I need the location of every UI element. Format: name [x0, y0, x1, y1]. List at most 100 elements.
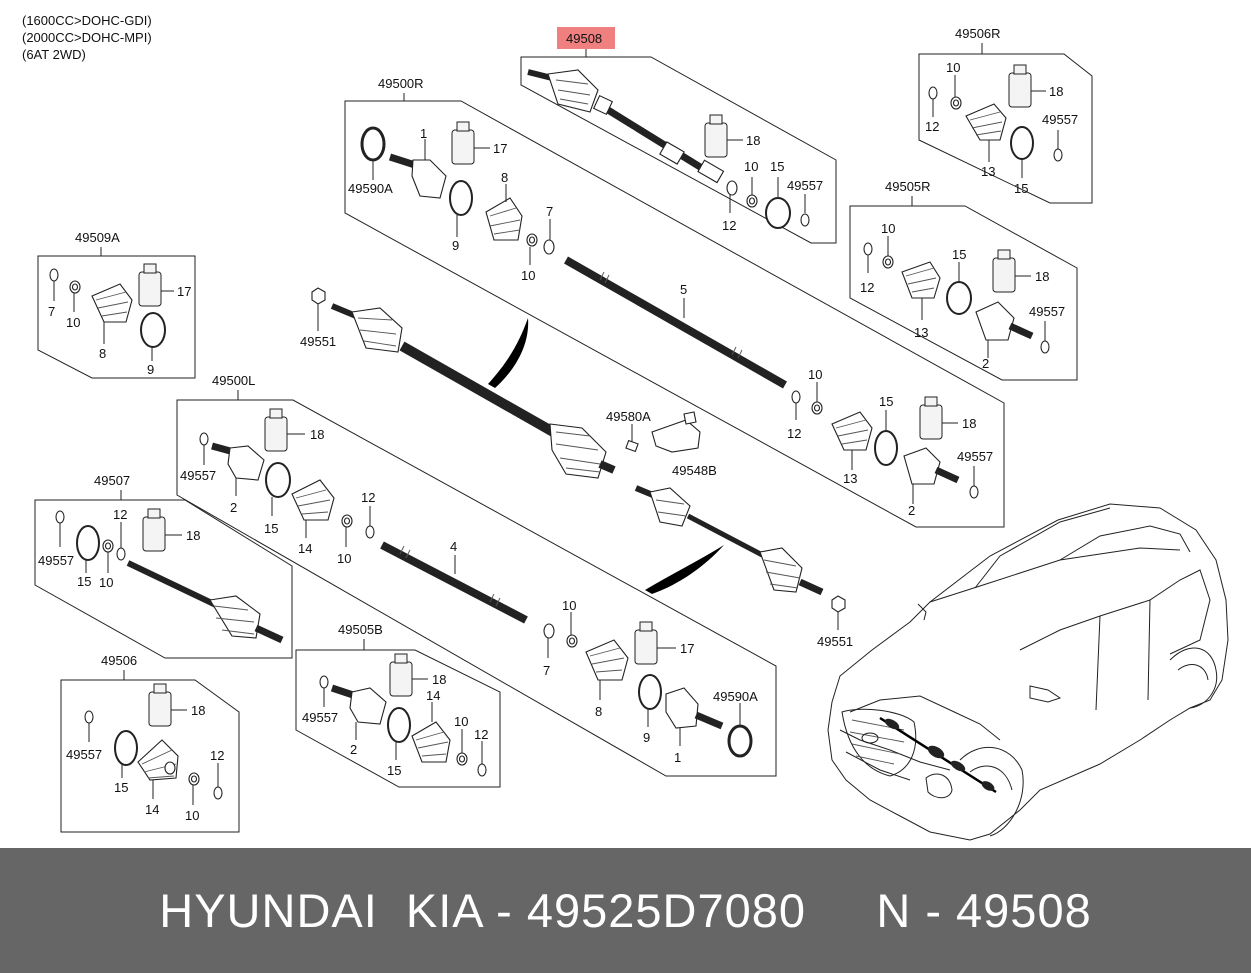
part-label: 49557 [787, 178, 823, 193]
group-label-49505B: 49505B [338, 622, 383, 637]
part-label: 2 [982, 356, 989, 371]
group-label-49506: 49506 [101, 653, 137, 668]
part-label: 15 [114, 780, 128, 795]
part-label: 10 [881, 221, 895, 236]
grease-tube-icon [451, 121, 475, 165]
part-label: 49590A [348, 181, 393, 196]
clip-ring-icon [800, 213, 810, 227]
part-label: 12 [474, 727, 488, 742]
main-driveshaft-assembly: 49551 49551 49580A 49548B [300, 287, 853, 649]
grease-tube-icon [138, 263, 162, 307]
part-label: 15 [264, 521, 278, 536]
cv-joint-icon [665, 687, 724, 730]
group-49509A[interactable]: 49509A 7 10 8 17 9 [37, 230, 196, 379]
part-label: 12 [925, 119, 939, 134]
part-label: 18 [746, 133, 760, 148]
part-label: 49557 [66, 747, 102, 762]
group-49505B[interactable]: 49505B 49557 2 18 15 14 10 12 [295, 622, 501, 788]
group-49500L[interactable]: 49500L 49557 2 18 15 14 10 12 [176, 373, 777, 777]
part-label: 8 [501, 170, 508, 185]
boot-icon [91, 283, 133, 323]
part-label: 15 [879, 394, 893, 409]
part-label: 15 [387, 763, 401, 778]
group-49506R[interactable]: 49506R 12 10 13 18 15 49557 [918, 26, 1093, 204]
part-label: 49590A [713, 689, 758, 704]
engine-note-3: (6AT 2WD) [22, 47, 86, 62]
part-label: 10 [562, 598, 576, 613]
bracket-icon [625, 411, 701, 453]
group-49506[interactable]: 49506 49557 15 14 18 10 12 [60, 653, 240, 833]
part-label: 14 [298, 541, 312, 556]
engine-note-2: (2000CC>DOHC-MPI) [22, 30, 152, 45]
cv-joint-icon [211, 442, 265, 481]
part-label: 13 [843, 471, 857, 486]
footer-bar: HYUNDAI KIA - 49525D7080 N - 49508 [0, 848, 1251, 973]
part-label: 49557 [180, 468, 216, 483]
hub-nut-icon [311, 287, 326, 305]
footer-part-number: HYUNDAI KIA - 49525D7080 N - 49508 [159, 884, 1092, 937]
shaft-icon [564, 256, 787, 389]
boot-icon [585, 639, 629, 681]
part-label: 12 [722, 218, 736, 233]
part-label: 18 [962, 416, 976, 431]
part-label: 8 [99, 346, 106, 361]
grease-tube-icon [634, 621, 658, 665]
group-label-49500R: 49500R [378, 76, 424, 91]
part-label: 49580A [606, 409, 651, 424]
shaft-icon [380, 541, 528, 624]
part-label: 15 [77, 574, 91, 589]
part-label: 49551 [817, 634, 853, 649]
clip-ring-icon [726, 180, 738, 196]
part-label: 12 [210, 748, 224, 763]
boot-icon [411, 721, 451, 763]
group-49500R[interactable]: 49500R 49590A 1 17 9 8 10 7 [344, 76, 1005, 528]
part-label: 15 [770, 159, 784, 174]
part-label: 18 [1035, 269, 1049, 284]
part-label: 18 [186, 528, 200, 543]
shaft-icon [126, 560, 284, 644]
part-label: 7 [48, 304, 55, 319]
group-label-49500L: 49500L [212, 373, 255, 388]
boot-icon [485, 197, 523, 241]
group-label-49508: 49508 [566, 31, 602, 46]
part-label: 7 [546, 204, 553, 219]
group-49505R[interactable]: 49505R 12 10 13 15 18 2 49557 [849, 179, 1078, 381]
part-label: 13 [981, 164, 995, 179]
part-label: 18 [310, 427, 324, 442]
cv-joint-icon [388, 153, 447, 199]
group-label-49506R: 49506R [955, 26, 1001, 41]
part-label: 49557 [1042, 112, 1078, 127]
part-label: 18 [432, 672, 446, 687]
hub-nut-icon [831, 595, 846, 613]
part-label: 10 [744, 159, 758, 174]
part-label: 49557 [302, 710, 338, 725]
part-label: 15 [952, 247, 966, 262]
group-label-49507: 49507 [94, 473, 130, 488]
part-label: 2 [230, 500, 237, 515]
part-label: 18 [191, 703, 205, 718]
group-49508[interactable]: 49508 18 12 10 15 49557 [520, 27, 837, 244]
parts-diagram: (1600CC>DOHC-GDI) (2000CC>DOHC-MPI) (6AT… [22, 13, 1229, 841]
part-label: 12 [361, 490, 375, 505]
grease-tube-icon [142, 508, 166, 552]
part-label: 17 [177, 284, 191, 299]
group-49507[interactable]: 49507 49557 15 10 12 18 [34, 473, 293, 659]
part-label: 49557 [957, 449, 993, 464]
part-label: 2 [350, 742, 357, 757]
part-label: 49548B [672, 463, 717, 478]
part-label: 10 [66, 315, 80, 330]
highlight-box [557, 27, 615, 49]
cv-joint-icon [903, 447, 960, 485]
part-label: 10 [946, 60, 960, 75]
part-label: 17 [493, 141, 507, 156]
part-label: 13 [914, 325, 928, 340]
part-label: 4 [450, 539, 457, 554]
part-label: 14 [426, 688, 440, 703]
group-label-49509A: 49509A [75, 230, 120, 245]
part-label: 5 [680, 282, 687, 297]
band-clamp-icon [765, 197, 791, 229]
engine-notes: (1600CC>DOHC-GDI) (2000CC>DOHC-MPI) (6AT… [22, 13, 152, 62]
part-label: 49557 [1029, 304, 1065, 319]
part-label: 49557 [38, 553, 74, 568]
grease-tube-icon [704, 114, 728, 158]
